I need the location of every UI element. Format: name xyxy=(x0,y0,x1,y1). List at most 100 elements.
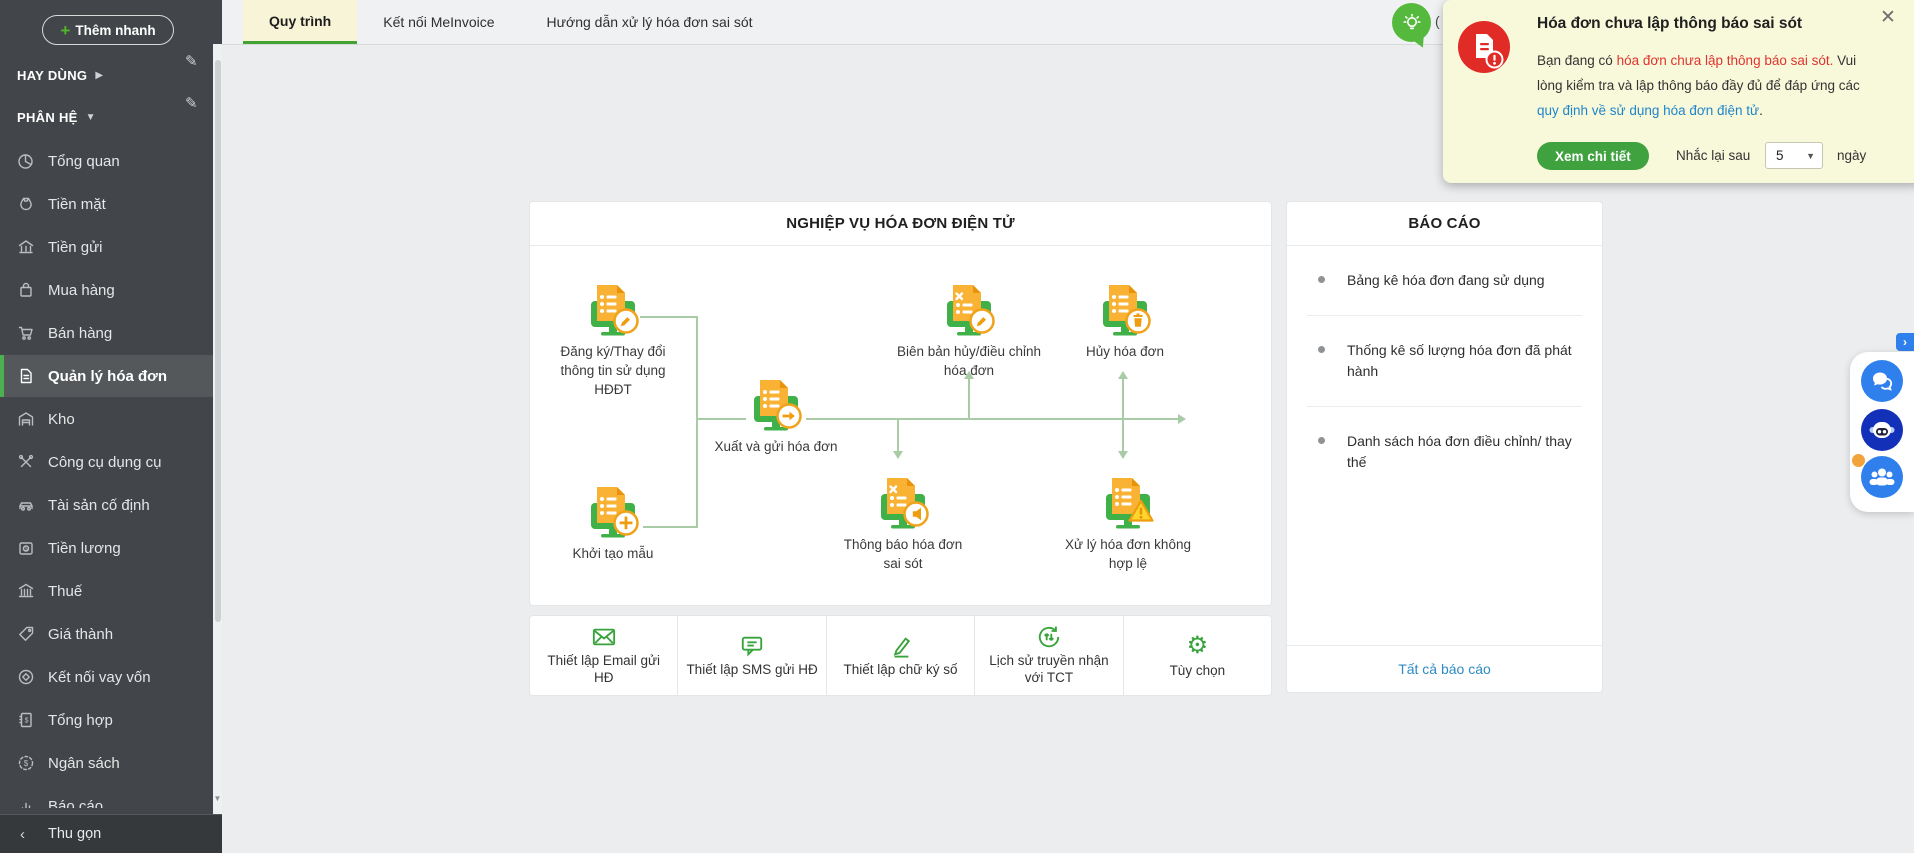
robot-icon xyxy=(1869,422,1895,438)
pie-chart-icon xyxy=(16,151,36,171)
setup-digital-signature-button[interactable]: Thiết lập chữ ký số xyxy=(827,616,976,695)
report-item-danh-sach[interactable]: Danh sách hóa đơn điều chỉnh/ thay thế xyxy=(1287,407,1602,497)
bank-deposit-icon xyxy=(16,237,36,257)
sidebar-scrollbar-thumb[interactable] xyxy=(214,60,221,622)
community-button[interactable] xyxy=(1861,456,1903,498)
sidebar-section-modules[interactable]: PHÂN HỆ ▼ xyxy=(17,107,96,127)
sidebar-item-mua-hang[interactable]: Mua hàng xyxy=(0,269,213,311)
people-group-icon xyxy=(1869,468,1895,486)
quick-add-label: Thêm nhanh xyxy=(75,22,156,38)
flow-node-thong-bao[interactable]: Thông báo hóa đơn sai sót xyxy=(844,474,962,571)
pen-signature-icon xyxy=(893,636,910,658)
chevron-left-icon: ‹ xyxy=(20,825,25,843)
svg-text:$: $ xyxy=(24,759,29,768)
sidebar-item-bao-cao[interactable]: Báo cáo xyxy=(0,785,213,808)
invoice-invalid-icon xyxy=(1106,478,1154,529)
workflow-title: NGHIỆP VỤ HÓA ĐƠN ĐIỆN TỬ xyxy=(530,202,1271,246)
invoice-adjust-record-icon xyxy=(947,285,995,336)
alert-invoice-icon xyxy=(1458,21,1510,78)
collapse-sidebar-button[interactable]: ‹ Thu gọn xyxy=(0,814,222,853)
setup-email-button[interactable]: Thiết lập Email gửi HĐ xyxy=(530,616,679,695)
divider xyxy=(1307,315,1582,316)
tip-lightbulb-icon[interactable] xyxy=(1392,3,1431,42)
reports-panel: BÁO CÁO Bảng kê hóa đơn đang sử dụng Thố… xyxy=(1287,202,1602,692)
sms-icon xyxy=(741,636,763,657)
flow-node-huy-hoa-don[interactable]: Hủy hóa đơn xyxy=(1086,281,1164,359)
flow-node-khoi-tao-mau[interactable]: Khởi tạo mẫu xyxy=(573,483,653,561)
bullet-icon xyxy=(1318,346,1325,353)
setup-sms-button[interactable]: Thiết lập SMS gửi HĐ xyxy=(678,616,827,695)
tab-ket-noi-meinvoice[interactable]: Kết nối MeInvoice xyxy=(383,14,495,30)
sidebar-item-cong-cu-dung-cu[interactable]: Công cụ dụng cụ xyxy=(0,441,213,483)
template-create-icon xyxy=(591,487,639,538)
money-bag-icon xyxy=(16,194,36,214)
edit-pencil-icon[interactable]: ✎ xyxy=(185,95,198,112)
tct-history-button[interactable]: Lịch sử truyền nhận với TCT xyxy=(975,616,1124,695)
svg-text:$: $ xyxy=(24,547,28,553)
sidebar-item-tien-luong[interactable]: $ Tiền lương xyxy=(0,527,213,569)
scroll-down-arrow-icon[interactable]: ▼ xyxy=(213,794,222,803)
sidebar-item-tai-san-co-dinh[interactable]: Tài sản cố định xyxy=(0,484,213,526)
sidebar-item-thue[interactable]: Thuế xyxy=(0,570,213,612)
plus-icon: + xyxy=(60,20,71,40)
sidebar-item-quan-ly-hoa-don[interactable]: Quản lý hóa đơn xyxy=(0,355,213,397)
chevron-down-icon: ▼ xyxy=(85,111,96,123)
flow-line xyxy=(696,418,746,420)
tab-bar: Quy trình Kết nối MeInvoice Hướng dẫn xử… xyxy=(243,0,779,44)
sidebar-item-kho[interactable]: Kho xyxy=(0,398,213,440)
sidebar-item-ngan-sach[interactable]: $ Ngân sách xyxy=(0,742,213,784)
sidebar-section-favorites[interactable]: HAY DÙNG ▶ xyxy=(17,65,103,85)
close-icon[interactable]: ✕ xyxy=(1880,7,1896,28)
tab-quy-trinh[interactable]: Quy trình xyxy=(243,0,358,44)
invoice-document-icon xyxy=(16,366,36,386)
sidebar-item-tong-quan[interactable]: Tổng quan xyxy=(0,140,213,182)
sidebar-item-ket-noi-vay-von[interactable]: Kết nối vay vốn xyxy=(0,656,213,698)
chat-bubbles-icon xyxy=(1873,372,1893,391)
arrow-down-head xyxy=(1118,451,1128,459)
section-label: HAY DÙNG xyxy=(17,67,88,83)
report-item-bang-ke[interactable]: Bảng kê hóa đơn đang sử dụng xyxy=(1287,246,1602,315)
remind-days-select[interactable]: 5 ▼ xyxy=(1765,142,1823,169)
flow-node-bien-ban[interactable]: Biên bản hủy/điều chỉnh hóa đơn xyxy=(897,281,1041,378)
arrow-up-head xyxy=(964,371,974,379)
remind-label: Nhắc lại sau xyxy=(1676,148,1751,163)
widget-expand-tab[interactable]: › xyxy=(1896,333,1914,351)
invoice-settings-toolbar: Thiết lập Email gửi HĐ Thiết lập SMS gửi… xyxy=(530,616,1271,695)
reports-title: BÁO CÁO xyxy=(1287,202,1602,246)
history-sync-icon xyxy=(1038,626,1060,648)
tab-huong-dan[interactable]: Hướng dẫn xử lý hóa đơn sai sót xyxy=(546,14,753,30)
invoice-workflow-panel: NGHIỆP VỤ HÓA ĐƠN ĐIỆN TỬ xyxy=(530,202,1271,605)
sidebar-item-tien-mat[interactable]: Tiền mặt xyxy=(0,183,213,225)
flow-node-xu-ly[interactable]: Xử lý hóa đơn không hợp lệ xyxy=(1065,474,1191,571)
options-button[interactable]: ⚙ Tùy chọn xyxy=(1169,631,1226,678)
floating-support-widget xyxy=(1850,352,1914,512)
sidebar-item-ban-hang[interactable]: Bán hàng xyxy=(0,312,213,354)
report-item-thong-ke[interactable]: Thống kê số lượng hóa đơn đã phát hành xyxy=(1287,316,1602,406)
sidebar-scrollbar[interactable]: ▼ xyxy=(213,44,222,815)
view-details-button[interactable]: Xem chi tiết xyxy=(1537,142,1649,170)
arrow-right-head xyxy=(1178,414,1186,424)
notification-body: Bạn đang có hóa đơn chưa lập thông báo s… xyxy=(1537,53,1860,118)
chat-button[interactable] xyxy=(1861,360,1903,402)
highlighted-warning-text: hóa đơn chưa lập thông báo sai sót. xyxy=(1616,53,1834,68)
chevron-right-icon: ▶ xyxy=(95,69,104,81)
edit-pencil-icon[interactable]: ✎ xyxy=(185,53,198,70)
flow-node-dang-ky[interactable]: Đăng ký/Thay đổi thông tin sử dụng HĐĐT xyxy=(560,281,666,397)
sidebar-item-tien-gui[interactable]: Tiền gửi xyxy=(0,226,213,268)
regulation-link[interactable]: quy định về sử dụng hóa đơn điện tử xyxy=(1537,103,1760,118)
flow-node-xuat-gui[interactable]: Xuất và gửi hóa đơn xyxy=(715,376,837,454)
arrow-up-head xyxy=(1118,371,1128,379)
sidebar-item-gia-thanh[interactable]: Giá thành xyxy=(0,613,213,655)
salary-icon: $ xyxy=(16,538,36,558)
divider xyxy=(1307,406,1582,407)
partial-header-text: ( xyxy=(1435,13,1440,29)
invoice-cancel-icon xyxy=(1103,285,1151,336)
bar-chart-icon xyxy=(16,796,36,808)
assistant-bot-button[interactable] xyxy=(1861,409,1903,451)
gear-icon: ⚙ xyxy=(1186,631,1209,659)
quick-add-button[interactable]: + Thêm nhanh xyxy=(42,15,174,45)
bullet-icon xyxy=(1318,276,1325,283)
budget-icon: $ xyxy=(16,753,36,773)
sidebar-item-tong-hop[interactable]: $ Tổng hợp xyxy=(0,699,213,741)
all-reports-link[interactable]: Tất cả báo cáo xyxy=(1398,661,1491,677)
